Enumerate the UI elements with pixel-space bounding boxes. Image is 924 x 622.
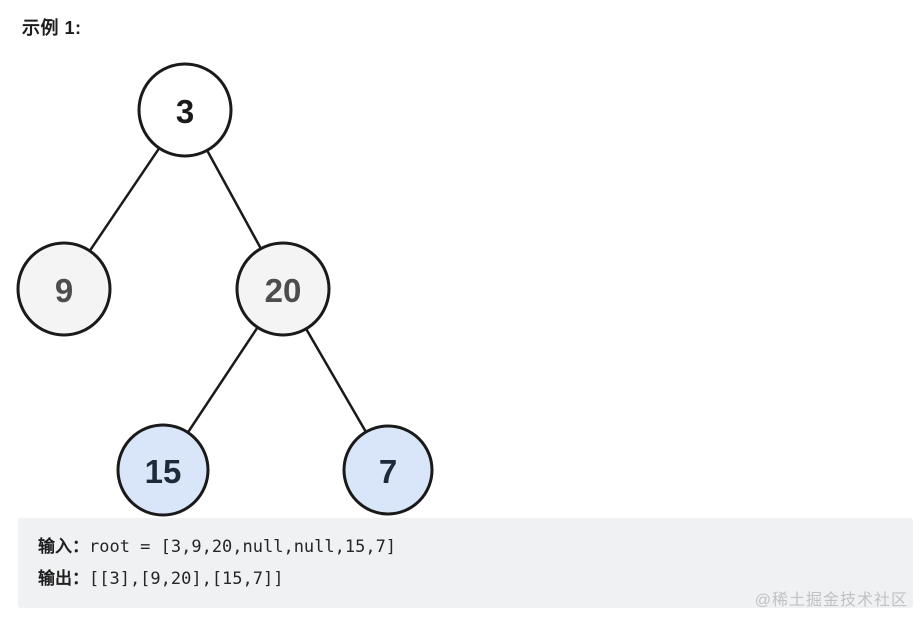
tree-node-value-7: 7 [379,453,397,490]
tree-node-circle-3 [137,62,233,158]
binary-tree-diagram: 3 9 20 15 7 [16,62,434,517]
tree-node-7: 7 [342,424,434,516]
example-heading: 示例 1: [22,18,82,38]
input-value: root = [3,9,20,null,null,15,7] [89,537,397,557]
io-output-line: 输出：[[3],[9,20],[15,7]] [38,563,893,595]
example-io-block: 输入：root = [3,9,20,null,null,15,7] 输出：[[3… [18,518,913,608]
tree-node-circle-9 [16,241,112,337]
tree-node-value-15: 15 [145,453,182,490]
tree-node-value-20: 20 [265,272,302,309]
io-input-line: 输入：root = [3,9,20,null,null,15,7] [38,531,893,563]
tree-node-circle-7 [342,424,434,516]
tree-node-circle-15 [116,423,210,517]
tree-node-value-9: 9 [55,272,73,309]
input-label: 输入： [38,537,89,557]
tree-node-circle-20 [235,241,331,337]
tree-node-15: 15 [116,423,210,517]
output-value: [[3],[9,20],[15,7]] [89,569,284,589]
watermark: @稀土掘金技术社区 [754,592,908,609]
tree-node-value-3: 3 [176,93,194,130]
tree-node-3: 3 [137,62,233,158]
output-label: 输出： [38,569,89,589]
tree-node-9: 9 [16,241,112,337]
tree-node-20: 20 [235,241,331,337]
